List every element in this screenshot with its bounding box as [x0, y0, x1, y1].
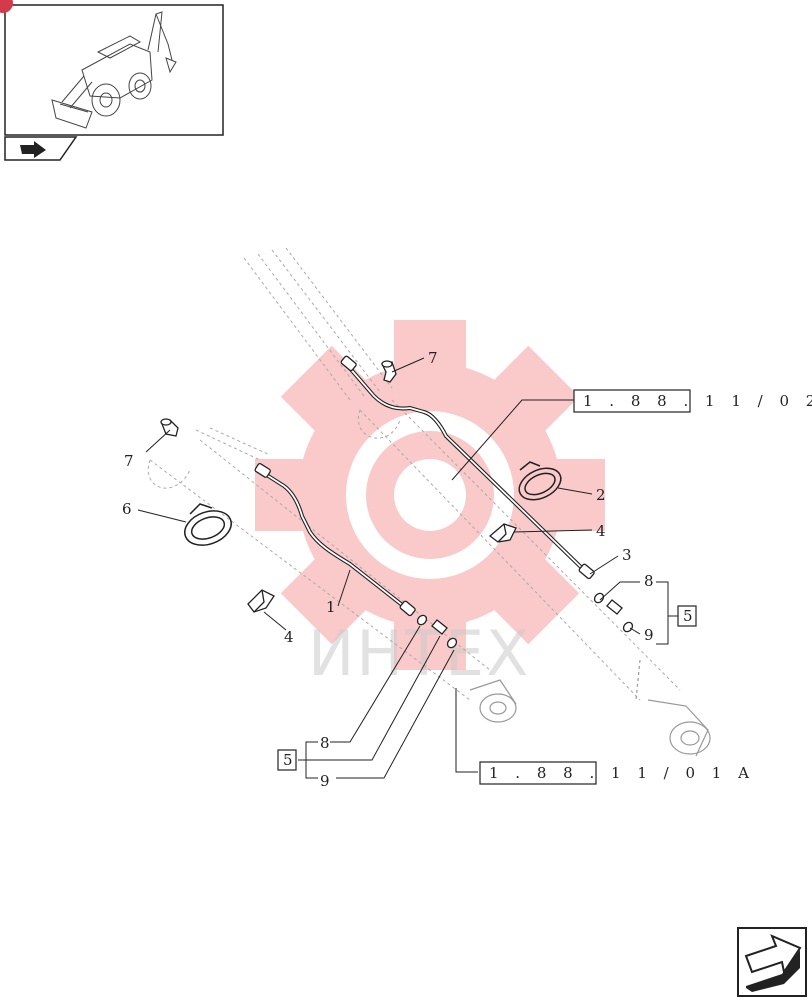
backhoe-loader-thumbnail [51, 11, 177, 129]
next-page-arrow-icon[interactable] [737, 927, 807, 997]
thumbnail-panel[interactable] [0, 0, 224, 136]
seal-union-lower[interactable] [416, 614, 459, 650]
leader-lines [137, 357, 678, 779]
part-number-3: 3 [622, 546, 632, 564]
part-number-7-left: 7 [124, 452, 134, 470]
part-number-8-lower: 8 [320, 734, 330, 752]
part-number-9-lower: 9 [320, 772, 330, 790]
hydraulic-pipe-lower[interactable] [254, 463, 416, 617]
group-box-lower[interactable]: 5 [277, 749, 297, 771]
arrow-tab-icon[interactable] [4, 136, 78, 161]
callout-ref-upper[interactable]: 1 . 8 8 . 1 1 / 0 2 A [573, 389, 812, 413]
cylinder-rod-ends [469, 659, 711, 757]
seal-union-right[interactable] [593, 592, 635, 634]
group-box-right[interactable]: 5 [677, 605, 697, 627]
part-number-5-right: 5 [683, 607, 693, 625]
hose-clamp-6[interactable] [180, 503, 236, 551]
part-number-9-right: 9 [644, 626, 654, 644]
part-number-5-lower: 5 [283, 751, 293, 769]
part-number-7-upper: 7 [428, 349, 438, 367]
elbow-fitting-left[interactable] [160, 418, 179, 437]
part-number-1: 1 [326, 598, 336, 616]
elbow-fitting-upper[interactable] [381, 360, 397, 383]
hydraulic-pipe-upper[interactable] [340, 355, 595, 580]
marker-dot [0, 0, 13, 13]
part-number-2: 2 [596, 486, 606, 504]
hose-clamp-2[interactable] [514, 461, 566, 506]
wedge-block-right[interactable] [488, 523, 517, 543]
part-number-4-left: 4 [284, 628, 294, 646]
wedge-block-left[interactable] [247, 589, 275, 613]
part-number-6: 6 [122, 500, 132, 518]
callout-ref-lower-text: 1 . 8 8 . 1 1 / 0 1 A [489, 764, 755, 782]
part-number-4-right: 4 [596, 522, 606, 540]
callout-ref-upper-text: 1 . 8 8 . 1 1 / 0 2 A [583, 392, 812, 410]
part-number-8-right: 8 [644, 572, 654, 590]
part-numbers: 7 7 2 6 4 4 3 1 8 9 8 9 [122, 349, 654, 790]
callout-ref-lower[interactable]: 1 . 8 8 . 1 1 / 0 1 A [479, 761, 755, 785]
